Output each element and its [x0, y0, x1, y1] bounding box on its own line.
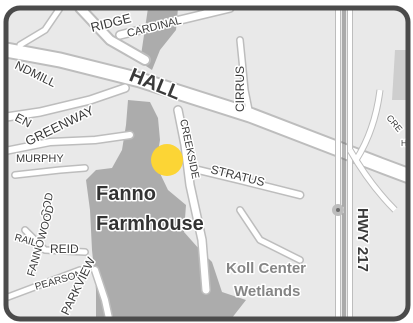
windmill-road[interactable]	[17, 8, 63, 48]
ridge-road[interactable]	[76, 8, 149, 64]
hall-boulevard[interactable]	[0, 41, 413, 187]
hwy-217[interactable]	[332, 0, 398, 323]
cirrus-road[interactable]	[237, 37, 253, 118]
location-dot-icon[interactable]	[151, 144, 183, 176]
label-hwy-217: HWY 217	[354, 208, 371, 272]
greenway-road[interactable]	[0, 84, 129, 122]
poi-fanno-line2[interactable]: Farmhouse	[95, 212, 206, 237]
stratus-road[interactable]	[187, 165, 303, 198]
reid-road[interactable]	[22, 227, 88, 255]
poi-koll-line1[interactable]: Koll Center	[225, 259, 308, 279]
murphy-road[interactable]	[0, 132, 133, 155]
label-en: EN	[13, 110, 34, 130]
poi-koll-line2[interactable]: Wetlands	[233, 282, 302, 302]
cardinal-road[interactable]	[116, 8, 234, 39]
poi-fanno-line1[interactable]: Fanno	[95, 182, 158, 207]
label-reid: REID	[50, 242, 79, 256]
pearson-road[interactable]	[0, 267, 83, 303]
parkview-road[interactable]	[92, 267, 113, 323]
wood-road[interactable]	[12, 165, 88, 178]
label-cirrus: CIRRUS	[233, 66, 247, 112]
creekside-road[interactable]	[174, 106, 210, 294]
map-border	[3, 5, 411, 322]
label-h-right: H	[401, 139, 407, 148]
label-murphy: MURPHY	[16, 153, 64, 165]
side-road[interactable]	[237, 207, 303, 263]
